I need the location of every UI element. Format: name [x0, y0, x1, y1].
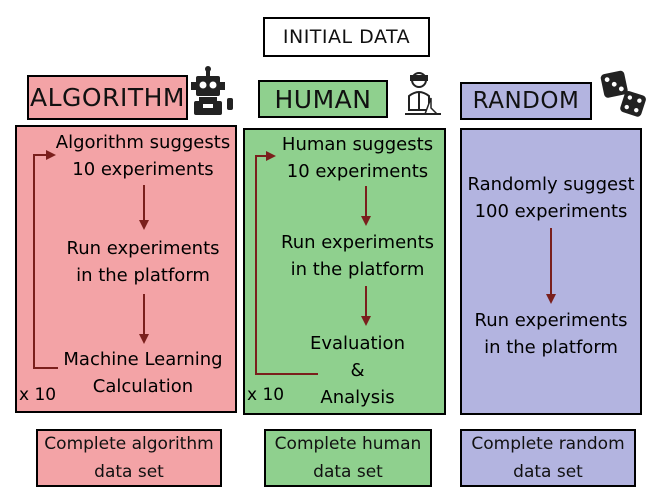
human-footer-line2: data set	[313, 462, 383, 482]
algorithm-footer-line2: data set	[94, 462, 164, 482]
algorithm-loop-label: x 10	[19, 385, 57, 405]
algorithm-step-ml-line1: Machine Learning	[63, 349, 223, 370]
random-step-run: Run experiments in the platform	[460, 307, 642, 361]
random-step-suggest: Randomly suggest 100 experiments	[460, 171, 642, 225]
human-step-evaluation-line2: &	[350, 360, 365, 381]
random-step-run-line1: Run experiments	[474, 310, 628, 331]
algorithm-header-text: ALGORITHM	[30, 83, 185, 112]
algorithm-step-suggest-line2: 10 experiments	[72, 159, 214, 180]
human-step-suggest-line2: 10 experiments	[286, 161, 429, 182]
human-loop-label: x 10	[247, 385, 285, 405]
random-header-text: RANDOM	[472, 88, 580, 114]
algorithm-step-suggest: Algorithm suggests 10 experiments	[48, 129, 238, 183]
algorithm-step-ml-line2: Calculation	[92, 376, 194, 397]
random-footer-line1: Complete random	[471, 434, 625, 454]
human-step-evaluation-line3: Analysis	[320, 387, 395, 408]
algorithm-step-ml: Machine Learning Calculation	[48, 346, 238, 400]
human-footer-line1: Complete human	[274, 434, 422, 454]
human-footer: Complete human data set	[264, 429, 432, 487]
human-step-suggest: Human suggests 10 experiments	[265, 131, 450, 185]
algorithm-footer-line1: Complete algorithm	[44, 434, 214, 454]
human-step-evaluation: Evaluation & Analysis	[265, 330, 450, 411]
algorithm-footer: Complete algorithm data set	[36, 429, 222, 487]
initial-data-title: INITIAL DATA	[263, 17, 430, 57]
random-step-suggest-line2: 100 experiments	[474, 201, 628, 222]
random-step-suggest-line1: Randomly suggest	[467, 174, 635, 195]
human-step-run-line1: Run experiments	[281, 232, 434, 253]
algorithm-header: ALGORITHM	[27, 75, 188, 120]
human-header-text: HUMAN	[274, 84, 372, 114]
random-step-run-line2: in the platform	[484, 337, 618, 358]
initial-data-title-text: INITIAL DATA	[282, 26, 411, 48]
random-footer: Complete random data set	[460, 429, 636, 487]
random-footer-line2: data set	[513, 462, 583, 482]
human-header: HUMAN	[258, 80, 388, 118]
algorithm-step-suggest-line1: Algorithm suggests	[55, 132, 231, 153]
algorithm-step-run: Run experiments in the platform	[48, 235, 238, 289]
algorithm-step-run-line1: Run experiments	[66, 238, 220, 259]
algorithm-step-run-line2: in the platform	[76, 265, 210, 286]
human-step-suggest-line1: Human suggests	[281, 134, 434, 155]
human-step-run-line2: in the platform	[290, 259, 425, 280]
human-step-run: Run experiments in the platform	[265, 229, 450, 283]
random-header: RANDOM	[460, 82, 592, 120]
human-step-evaluation-line1: Evaluation	[310, 333, 405, 354]
